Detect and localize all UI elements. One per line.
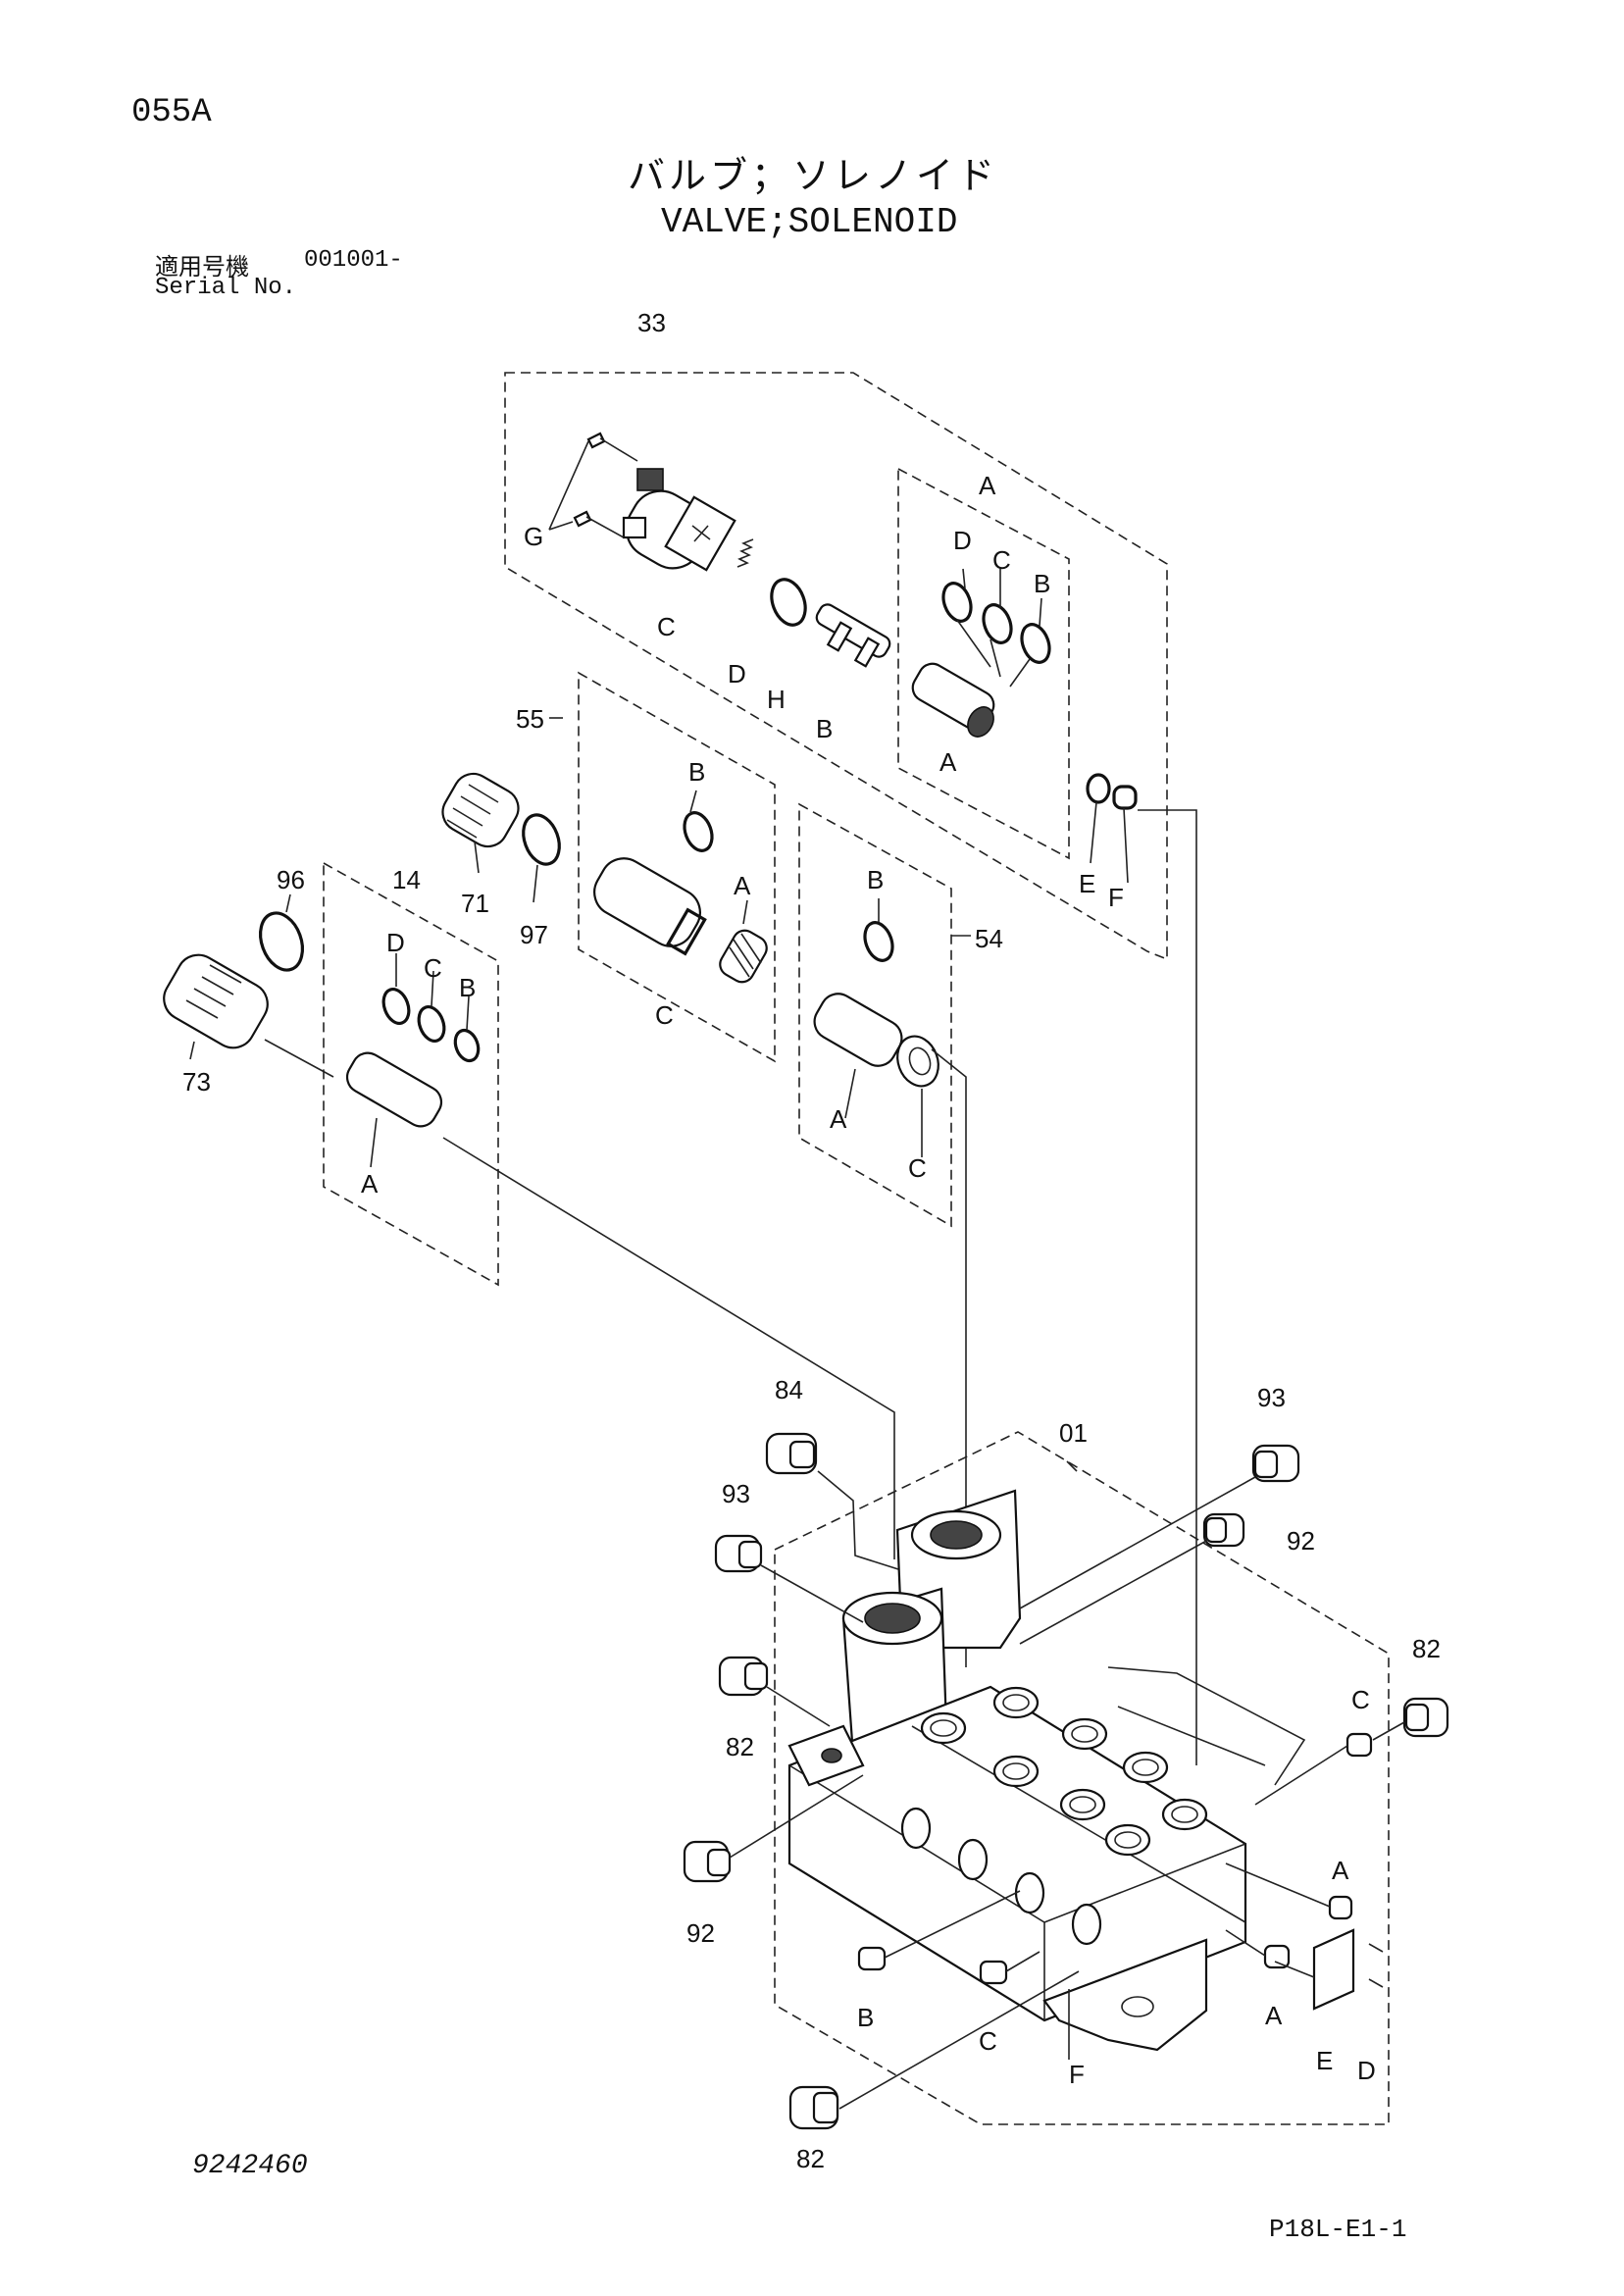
label-B: B	[857, 2003, 874, 2032]
o-ring-96	[258, 911, 305, 972]
plug-82-right	[1402, 1697, 1449, 1738]
plug-73	[163, 953, 334, 1078]
plug-92-upper	[1202, 1512, 1245, 1548]
o-ring-97	[522, 813, 561, 866]
serial-label: Serial No.	[155, 275, 297, 301]
label-93-lower: 93	[722, 1479, 750, 1508]
assembly-55-group	[549, 671, 776, 1063]
page-title: VALVE;SOLENOID	[661, 202, 958, 242]
plug-a-upper	[1328, 1895, 1353, 1920]
label-84: 84	[775, 1375, 803, 1404]
plug-93-upper	[1251, 1444, 1300, 1483]
label-54-B: B	[867, 865, 884, 894]
label-33-A-top: A	[979, 471, 996, 500]
top-ports	[920, 1686, 1208, 1857]
label-93-upper: 93	[1257, 1383, 1286, 1412]
label-92-lower: 92	[686, 1918, 715, 1948]
label-33-H: H	[767, 685, 786, 714]
label-33-D: D	[953, 526, 972, 555]
label-33: 33	[637, 308, 666, 337]
plugs-around-body	[683, 1432, 1449, 2130]
label-14-A: A	[361, 1169, 379, 1199]
label-33-E: E	[1079, 869, 1095, 898]
label-55-B: B	[688, 757, 705, 787]
page-code: 055A	[131, 94, 212, 131]
label-33-C-coil: C	[657, 612, 676, 641]
plug-84	[765, 1432, 818, 1475]
label-54: 54	[975, 924, 1003, 953]
solenoid-cartridge	[911, 662, 995, 738]
cover-plate-e	[1312, 1928, 1355, 2011]
label-A-upper: A	[1332, 1856, 1349, 1885]
label-14-B: B	[459, 973, 476, 1002]
label-71: 71	[461, 889, 489, 918]
label-97: 97	[520, 920, 548, 949]
label-33-B: B	[1034, 569, 1050, 598]
label-96: 96	[277, 865, 305, 894]
label-92-upper: 92	[1287, 1526, 1315, 1556]
label-C-lower: C	[979, 2026, 997, 2056]
serial-label-japanese: 適用号機	[155, 254, 249, 281]
plug-93-lower	[714, 1534, 763, 1573]
label-14-D: D	[386, 928, 405, 957]
valve-body-01	[774, 1431, 1390, 2125]
page-title-japanese: バルブ；ソレノイド	[628, 156, 999, 197]
label-33-A-bottom: A	[939, 747, 957, 777]
label-14-C: C	[424, 953, 442, 983]
solenoid-coil	[622, 468, 736, 572]
plug-b	[857, 1946, 887, 1971]
label-55: 55	[516, 704, 544, 734]
plug-82-lower	[788, 2085, 839, 2130]
plug-c-lower	[979, 1960, 1008, 1985]
label-01: 01	[1059, 1418, 1088, 1448]
plug-71	[441, 772, 520, 874]
label-33-G: G	[524, 522, 543, 551]
plug-c-right	[1345, 1732, 1373, 1758]
filter-screen	[719, 929, 768, 984]
label-73: 73	[182, 1067, 211, 1097]
label-A-lower: A	[1265, 2001, 1283, 2030]
label-33-C: C	[992, 545, 1011, 575]
label-33-F: F	[1108, 883, 1124, 912]
label-C-right: C	[1351, 1685, 1370, 1714]
assembly-54-group	[798, 802, 971, 1667]
label-55-A: A	[734, 871, 751, 900]
plug-82-left	[718, 1656, 769, 1697]
label-F: F	[1069, 2060, 1085, 2089]
plug-a-lower	[1263, 1944, 1291, 1969]
plug-92-lower	[683, 1840, 732, 1883]
callout-labels: 33 A D C B G C D H B A E F 55 B A C 54 B…	[182, 308, 1441, 2173]
label-54-A: A	[830, 1104, 847, 1134]
label-82-lower: 82	[796, 2144, 825, 2173]
label-82-right: 82	[1412, 1634, 1441, 1663]
label-54-C: C	[908, 1153, 927, 1183]
assembly-33-group	[504, 372, 1197, 1765]
serial-range: 001001-	[304, 247, 403, 274]
assembly-14-group	[323, 861, 895, 1559]
sheet-code: P18L-E1-1	[1269, 2215, 1407, 2244]
label-82-left: 82	[726, 1732, 754, 1761]
solenoid-spool	[815, 603, 891, 668]
label-33-B-spool: B	[816, 714, 833, 743]
document-number: 9242460	[192, 2151, 308, 2181]
label-E: E	[1316, 2046, 1333, 2075]
label-D: D	[1357, 2056, 1376, 2085]
label-14: 14	[392, 865, 421, 894]
label-55-C: C	[655, 1000, 674, 1030]
label-33-D-spring: D	[728, 659, 746, 689]
